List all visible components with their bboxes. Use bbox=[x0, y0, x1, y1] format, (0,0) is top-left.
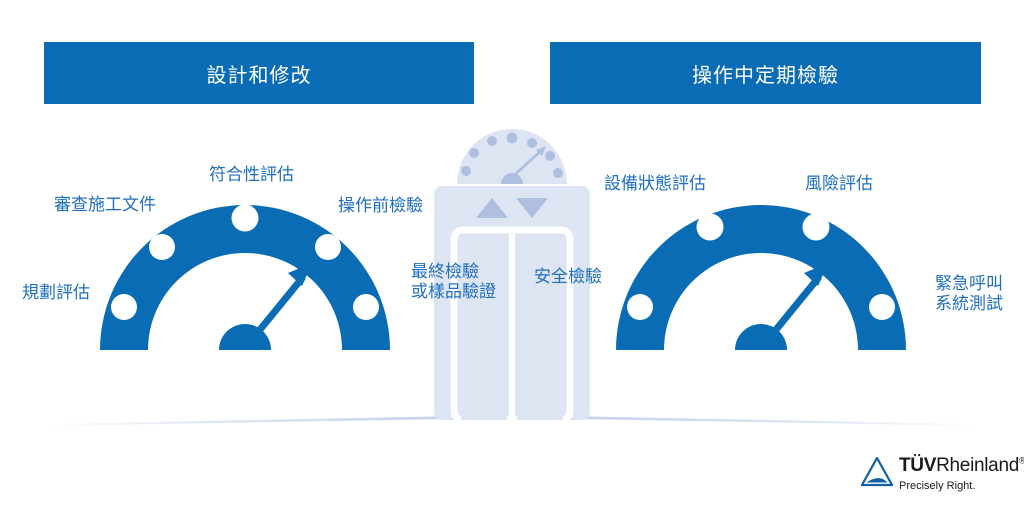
label-emergency-call-system-test: 緊急呼叫 系統測試 bbox=[935, 274, 1003, 314]
elevator-floor-indicator bbox=[457, 129, 567, 184]
periodic-inspection-gauge bbox=[616, 205, 906, 351]
label-review-construction-documents: 審查施工文件 bbox=[54, 195, 156, 214]
registered-mark: ® bbox=[1018, 455, 1024, 466]
design-and-modification-gauge bbox=[100, 204, 390, 351]
elevator-illustration bbox=[434, 129, 590, 423]
label-pre-operation-inspection: 操作前檢驗 bbox=[338, 196, 423, 215]
gauge-right-tick-dots bbox=[627, 213, 895, 320]
label-safety-inspection: 安全檢驗 bbox=[534, 267, 602, 286]
elevator-door-split bbox=[509, 234, 515, 420]
label-planning-assessment: 規劃評估 bbox=[22, 283, 90, 302]
banner-periodic-inspection: 操作中定期檢驗 bbox=[550, 42, 981, 104]
elevator-down-arrow-icon bbox=[516, 198, 548, 218]
tuv-wordmark-regular: Rheinland bbox=[936, 455, 1019, 476]
gauge-right-needle bbox=[735, 263, 828, 351]
gauge-left-needle bbox=[219, 263, 312, 351]
label-conformity-assessment: 符合性評估 bbox=[209, 165, 294, 184]
label-equipment-condition-assessment: 設備狀態評估 bbox=[604, 174, 706, 193]
elevator-up-arrow-icon bbox=[476, 198, 508, 218]
label-risk-assessment: 風險評估 bbox=[805, 174, 873, 193]
tuv-rheinland-logo: TÜVRheinland® Precisely Right. bbox=[861, 455, 1024, 499]
tuv-wordmark-bold: TÜV bbox=[899, 455, 937, 476]
tuv-tagline: Precisely Right. bbox=[899, 480, 976, 492]
elevator-indicator-dots bbox=[461, 132, 563, 178]
tuv-wordmark: TÜVRheinland® bbox=[899, 455, 1024, 477]
label-final-inspection-or-sample-verification: 最終檢驗 或樣品驗證 bbox=[411, 262, 496, 302]
banner-design-and-modification: 設計和修改 bbox=[44, 42, 474, 104]
elevator-door-panel-left bbox=[461, 236, 507, 420]
tuv-triangle-icon bbox=[861, 457, 893, 487]
gauge-left-tick-dots bbox=[111, 204, 379, 320]
elevator-door-panel-right bbox=[517, 236, 563, 420]
elevator-indicator-needle bbox=[501, 146, 546, 184]
banner-right-title: 操作中定期檢驗 bbox=[692, 64, 839, 87]
gauge-arc-right bbox=[616, 205, 906, 350]
banner-left-title: 設計和修改 bbox=[206, 64, 312, 87]
